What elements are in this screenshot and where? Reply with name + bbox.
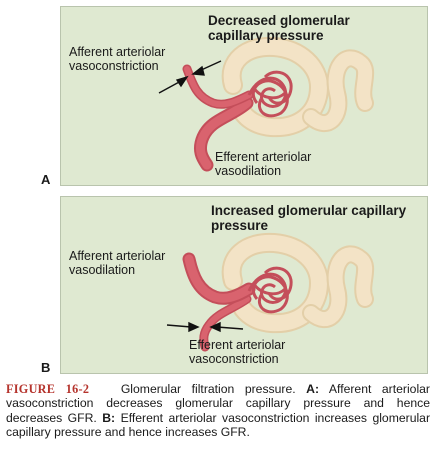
figure-caption: FIGURE 16-2 Glomerular filtration pressu… [6,382,430,440]
panel-b-afferent-label: Afferent arteriolar vasodilation [69,249,166,277]
nephron-diagram-a [158,36,375,172]
panel-a-title: Decreased glomerular capillary pressure [208,13,350,43]
panel-a-letter: A [41,172,51,187]
panel-a-efferent-label: Efferent arteriolar vasodilation [215,150,312,178]
proximal-tubule [304,51,373,130]
proximal-tubule [304,247,373,326]
constriction-arrows [158,60,222,94]
caption-part-b-tag: B: [102,410,116,425]
afferent-arteriole [184,66,252,108]
bowman-capsule [223,234,328,332]
nephron-diagram-b [166,232,375,352]
panel-a-afferent-label: Afferent arteriolar vasoconstriction [69,45,166,73]
panel-b-title: Increased glomerular capillary pressure [211,203,407,233]
panel-b-efferent-label: Efferent arteriolar vasoconstriction [189,338,286,366]
caption-part-a-tag: A: [306,382,320,396]
panel-b: Increased glomerular capillary pressure … [60,196,428,374]
efferent-arteriole [200,296,250,350]
efferent-arteriole [196,98,252,170]
bowman-capsule [223,38,328,136]
caption-part-b-text: Efferent arteriolar vasoconstriction inc… [6,410,431,440]
afferent-arteriole [184,254,254,303]
caption-part-a-text: Afferent arteriolar vasoconstriction dec… [6,382,430,425]
glomerulus [247,266,293,314]
caption-title: Glomerular filtration pressure. [120,382,296,396]
panel-a: Decreased glomerular capillary pressure … [60,6,428,186]
figure-label: FIGURE 16-2 [6,382,90,396]
glomerulus [247,70,293,118]
panel-b-letter: B [41,360,51,375]
constriction-arrows [166,321,244,333]
